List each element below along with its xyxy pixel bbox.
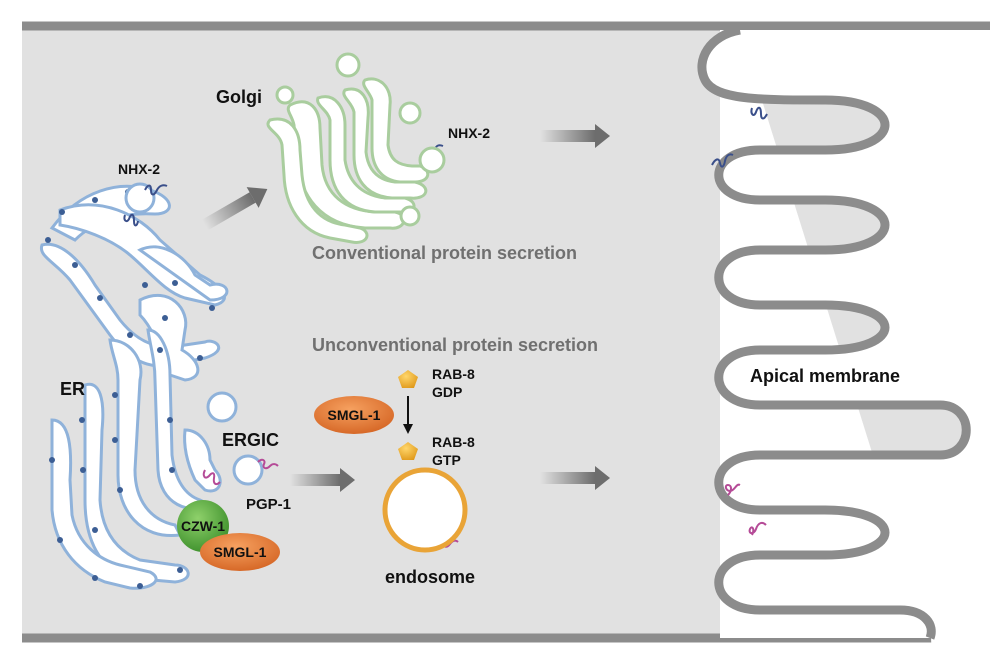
rab8-gtp-label-line1: RAB-8 <box>432 434 475 450</box>
er-vesicle-nhx2 <box>124 182 156 214</box>
nhx2-er-vesicle <box>144 184 168 196</box>
er-cisterna-9 <box>50 418 158 590</box>
rab8-gtp-icon <box>398 442 418 460</box>
lumen <box>701 30 1002 660</box>
pgp1-apical-1 <box>724 483 741 496</box>
pgp1-apical-2 <box>748 521 767 536</box>
ribosomes <box>45 189 215 589</box>
pgp1-ergic-vesicle <box>257 458 279 470</box>
transport-arrows <box>202 124 610 492</box>
nhx2-apical-2 <box>711 153 734 168</box>
conventional-secretion-label: Conventional protein secretion <box>312 243 577 263</box>
czw1-label: CZW-1 <box>181 518 225 534</box>
pgp1-proteins <box>202 458 767 548</box>
er-cisterna-4 <box>137 245 229 302</box>
arrow-golgi-to-apical <box>540 124 610 148</box>
apical-membrane-label: Apical membrane <box>750 366 900 386</box>
smgl1-er-label: SMGL-1 <box>214 544 267 560</box>
smgl1-mid-label: SMGL-1 <box>328 407 381 423</box>
rab8-gtp-label-line2: GTP <box>432 452 461 468</box>
rab8-gdp-label-line2: GDP <box>432 384 462 400</box>
smgl1-protein-mid <box>314 396 394 434</box>
right-edge <box>990 20 1002 645</box>
arrow-ergic-to-endosome <box>290 468 355 492</box>
golgi <box>266 77 430 244</box>
pgp1-label: PGP-1 <box>246 496 291 513</box>
pgp1-er <box>202 469 221 486</box>
arrow-er-to-golgi <box>202 187 268 231</box>
er-cisterna-10 <box>183 428 222 493</box>
nhx2-apical-1 <box>750 106 768 120</box>
unconventional-secretion-label: Unconventional protein secretion <box>312 335 598 355</box>
golgi-vesicles <box>275 52 446 227</box>
ergic-vesicle-pgp1 <box>232 454 264 486</box>
rab8-gdp-label-line1: RAB-8 <box>432 366 475 382</box>
golgi-label: Golgi <box>216 87 262 107</box>
ergic-label: ERGIC <box>222 430 279 450</box>
endosome-label: endosome <box>385 567 475 587</box>
er-label: ER <box>60 379 85 399</box>
smgl1-protein-er <box>200 533 280 571</box>
golgi-cisterna-3 <box>342 87 428 200</box>
nhx2-er-label: NHX-2 <box>118 161 160 177</box>
nhx2-er-membrane <box>123 213 139 227</box>
rab8-gdp-icon <box>398 370 418 388</box>
er-cisterna-2 <box>39 242 221 368</box>
apical-membrane-outline <box>697 25 971 640</box>
arrow-rab8-activation <box>403 396 413 434</box>
apical-membrane <box>697 20 1002 660</box>
ergic-vesicle <box>206 391 238 423</box>
arrow-endosome-to-apical <box>540 466 610 490</box>
golgi-cisterna-4 <box>362 77 430 184</box>
nhx2-golgi-label: NHX-2 <box>448 125 490 141</box>
golgi-cisterna-5 <box>266 117 369 244</box>
endosome <box>382 467 468 553</box>
